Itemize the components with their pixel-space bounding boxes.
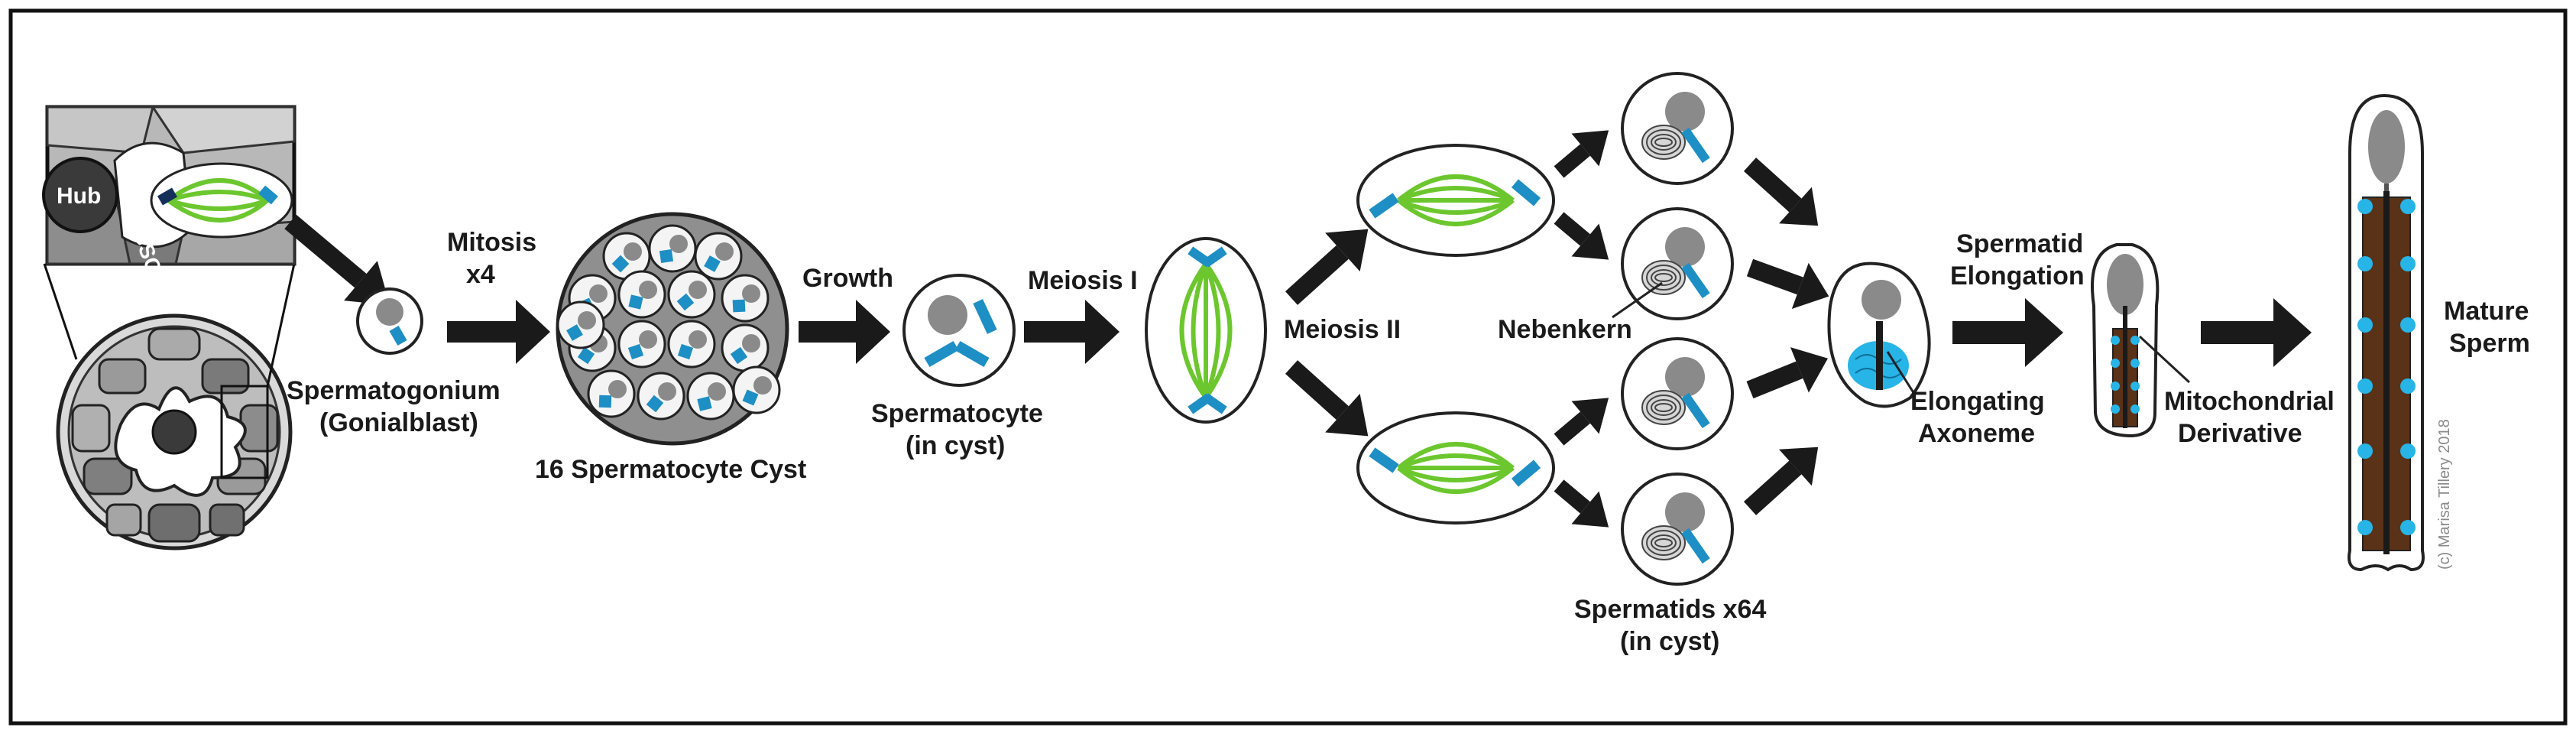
spermatid-nucleus xyxy=(1665,92,1705,132)
spermatids-label-2: (in cyst) xyxy=(1620,627,1719,656)
nebenkern-ring xyxy=(1654,138,1673,147)
cyst-cell-nucleus xyxy=(658,382,676,401)
spermatocyte-cyst-16 xyxy=(556,212,789,446)
cyst-cell-centriole xyxy=(646,395,664,413)
diagram-frame xyxy=(8,8,2568,726)
spermatid-cell xyxy=(1621,337,1734,450)
cyst-cell-centriole xyxy=(730,346,748,365)
hub-small xyxy=(151,409,197,455)
spermatid-cell xyxy=(1621,207,1734,320)
meiosis-one-cell xyxy=(1145,237,1267,424)
spermatogonium-label-2: (Gonialblast) xyxy=(319,408,478,437)
mitosis-label-2: x4 xyxy=(466,260,495,289)
spermatocyte-label-2: (in cyst) xyxy=(906,431,1005,460)
cyst16-label: 16 Spermatocyte Cyst xyxy=(535,455,806,484)
cyst-cell-nucleus xyxy=(689,281,707,299)
cyst-cell-nucleus xyxy=(639,281,657,299)
spermatid-basal-body xyxy=(1681,262,1710,299)
nebenkern-ring xyxy=(1654,403,1673,412)
axoneme-label-1: Elongating xyxy=(1910,387,2045,416)
cyst-cell-centriole xyxy=(697,396,712,411)
elongating-spermatid xyxy=(1827,261,1931,408)
nebenkern-ring xyxy=(1651,534,1677,551)
cyst-cell-nucleus xyxy=(589,284,608,303)
elongation-label-2: Elongation xyxy=(1950,261,2085,291)
arrows xyxy=(284,130,2312,528)
spermatid-nucleus xyxy=(1665,227,1705,267)
cyst-cell-nucleus xyxy=(624,242,642,261)
nebenkern-ring xyxy=(1654,538,1673,547)
meiosis1-label: Meiosis I xyxy=(1028,266,1138,295)
hub-label: Hub xyxy=(57,184,101,209)
nebenkern-ring xyxy=(1646,265,1681,291)
spermatogonium-cell xyxy=(356,287,423,355)
cyst-cell-nucleus xyxy=(639,330,657,349)
spermatid-basal-body xyxy=(1681,127,1710,164)
cyst-cell-nucleus xyxy=(742,334,760,352)
spermatid-group xyxy=(1621,72,1734,586)
cyst-cell-centriole xyxy=(742,389,759,406)
spermatid-basal-body xyxy=(1681,392,1710,429)
nebenkern-label: Nebenkern xyxy=(1498,315,1632,344)
nebenkern-ring xyxy=(1651,134,1677,151)
copyright-text: (c) Marisa Tillery 2018 xyxy=(2436,419,2453,570)
mitosis-label-1: Mitosis xyxy=(447,228,536,257)
spermatid-cell xyxy=(1621,72,1734,185)
cyst-cell-centriole xyxy=(659,248,674,264)
mito-label-2: Derivative xyxy=(2178,419,2302,448)
spermatocyte-cell xyxy=(902,274,1016,387)
spermatid-nucleus xyxy=(1665,492,1705,532)
nebenkern-ring xyxy=(1641,390,1686,425)
growth-label: Growth xyxy=(802,264,893,293)
nebenkern-ring xyxy=(1646,530,1681,556)
elongation-label-1: Spermatid xyxy=(1956,229,2083,258)
mature-label-1: Mature xyxy=(2444,297,2529,326)
cyst-cell-centriole xyxy=(704,255,721,272)
cyst-cell-centriole xyxy=(676,293,695,311)
axoneme-label-2: Axoneme xyxy=(1918,419,2035,448)
cyst-cell-centriole xyxy=(732,299,746,313)
cyst-cell-nucleus xyxy=(608,380,627,398)
cyst-cell-centriole xyxy=(677,343,694,360)
meiosis-two-cell-upper xyxy=(1356,144,1555,257)
nebenkern-ring xyxy=(1651,399,1677,416)
cyst-cell-nucleus xyxy=(578,311,596,330)
hub-cell xyxy=(42,157,118,233)
spermatid-nucleus xyxy=(1665,357,1705,397)
cyst-cell-centriole xyxy=(627,343,644,360)
nebenkern-ring xyxy=(1654,273,1673,282)
meiosis2-label: Meiosis II xyxy=(1284,315,1401,344)
nebenkern-ring xyxy=(1651,269,1677,286)
mature-label-2: Sperm xyxy=(2449,329,2530,358)
spermatogonium-label-1: Spermatogonium xyxy=(287,376,501,405)
cyst-cell-nucleus xyxy=(742,284,760,303)
cyst-cell-centriole xyxy=(628,294,643,310)
cyst-cell-nucleus xyxy=(669,235,688,253)
cyst-cell-nucleus xyxy=(753,376,772,395)
cyst-cell-nucleus xyxy=(715,242,734,261)
spermatids-label-1: Spermatids x64 xyxy=(1574,595,1766,624)
cyst-cell-nucleus xyxy=(708,382,726,401)
cyst-cell-centriole xyxy=(611,255,630,273)
cyst-cell-centriole xyxy=(566,324,583,341)
cyst-cell-centriole xyxy=(577,346,595,365)
mature-sperm xyxy=(2348,93,2425,572)
nebenkern-ring xyxy=(1641,260,1686,295)
nebenkern-ring xyxy=(1641,525,1686,560)
nebenkern-ring xyxy=(1641,125,1686,160)
spermatid-cell xyxy=(1621,473,1734,586)
nebenkern-ring xyxy=(1646,395,1681,421)
spermatocyte-label-1: Spermatocyte xyxy=(871,399,1043,428)
testis-tip-illustration: Hub GSC xyxy=(42,105,296,550)
cyst-cell-nucleus xyxy=(689,330,707,349)
mito-label-1: Mitochondrial xyxy=(2164,387,2335,416)
cyst-cell-centriole xyxy=(598,395,612,408)
meiosis-two-cell-lower xyxy=(1356,411,1555,525)
intermediate-spermatid xyxy=(2091,243,2191,438)
spermatid-basal-body xyxy=(1681,528,1710,564)
nebenkern-ring xyxy=(1646,129,1681,155)
